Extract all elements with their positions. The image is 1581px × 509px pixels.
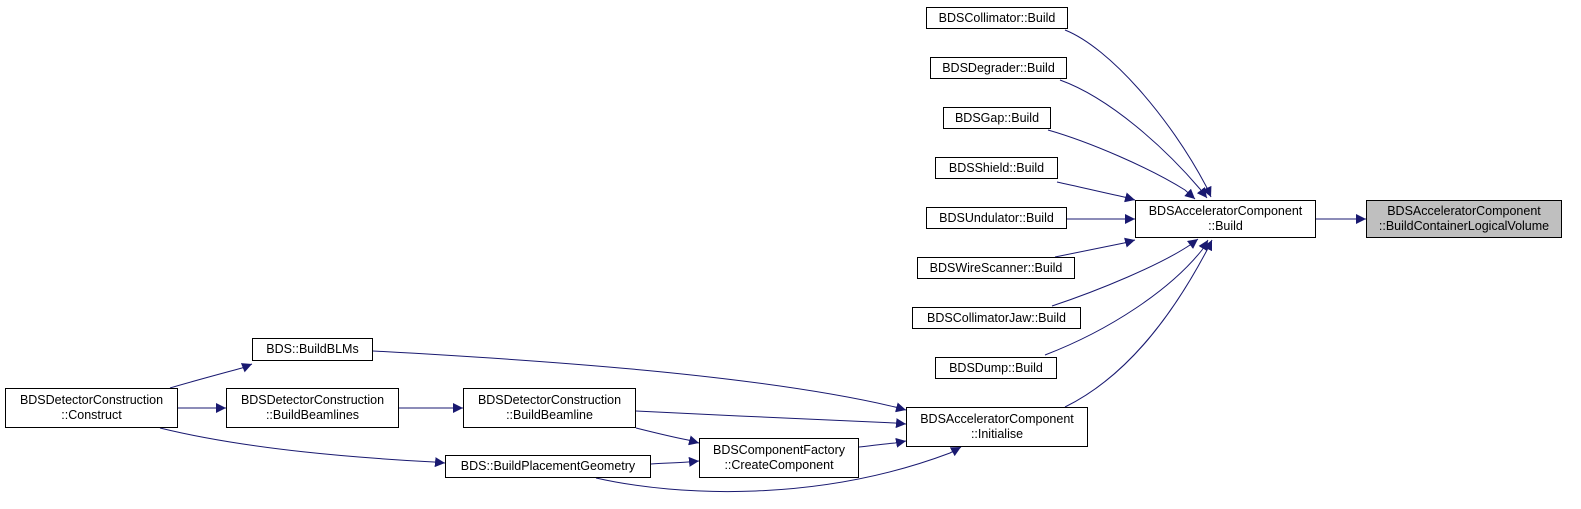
node-label-line: ::Build [1208, 219, 1243, 233]
node-label-line: BDSDetectorConstruction [240, 393, 385, 407]
node-label-line: ::BuildContainerLogicalVolume [1378, 219, 1550, 233]
edge-buildBeamline-to-createComponent [635, 427, 700, 446]
node-label-line: ::CreateComponent [724, 458, 834, 472]
node-label-line: BDSDetectorConstruction [477, 393, 622, 407]
edge-collimatorJaw-to-accBuild [1051, 238, 1199, 307]
node-label-line: BDSDump::Build [949, 360, 1043, 375]
node-gap-build[interactable]: BDSGap::Build [943, 107, 1051, 129]
node-wire-scanner-build[interactable]: BDSWireScanner::Build [917, 257, 1075, 279]
edge-initialise-to-accBuild [1064, 239, 1213, 408]
node-accelerator-component-build[interactable]: BDSAcceleratorComponent::Build [1135, 200, 1316, 238]
node-collimator-jaw-build[interactable]: BDSCollimatorJaw::Build [912, 307, 1081, 329]
node-label-line: ::Construct [61, 408, 122, 422]
node-label-line: BDSAcceleratorComponent [920, 412, 1074, 426]
node-detector-construction-build-beamline[interactable]: BDSDetectorConstruction::BuildBeamline [463, 388, 636, 428]
node-label-line: BDSAcceleratorComponent [1148, 204, 1303, 218]
node-dump-build[interactable]: BDSDump::Build [935, 357, 1057, 379]
node-label-line: BDSGap::Build [954, 110, 1040, 125]
node-label-line: ::BuildBeamlines [265, 408, 360, 422]
node-component-factory-create-component[interactable]: BDSComponentFactory::CreateComponent [699, 438, 859, 478]
node-collimator-build[interactable]: BDSCollimator::Build [926, 7, 1068, 29]
node-label-line: ::BuildBeamline [506, 408, 593, 422]
node-label-line: BDSAcceleratorComponent [1387, 204, 1541, 218]
node-detector-construction-construct[interactable]: BDSDetectorConstruction::Construct [5, 388, 178, 428]
edge-dump-to-accBuild [1044, 239, 1209, 356]
edge-shield-to-accBuild [1056, 181, 1136, 203]
node-label-line: ::Initialise [970, 427, 1024, 441]
node-label-line: BDSWireScanner::Build [929, 260, 1063, 275]
edge-buildBeamline-to-initialise [635, 410, 907, 429]
node-label-line: BDSUndulator::Build [939, 210, 1054, 225]
node-label-line: BDS::BuildPlacementGeometry [460, 459, 636, 473]
node-label-line: BDSDetectorConstruction [19, 393, 164, 407]
node-undulator-build[interactable]: BDSUndulator::Build [926, 207, 1067, 229]
node-build-container-logical-volume[interactable]: BDSAcceleratorComponent::BuildContainerL… [1366, 200, 1562, 238]
edge-gap-to-accBuild [1047, 129, 1196, 200]
edge-createComponent-to-initialise [858, 437, 907, 448]
node-label-line: BDS::BuildBLMs [266, 342, 359, 356]
edge-wireScanner-to-accBuild [1054, 237, 1136, 258]
edge-placementGeometry-to-initialise [595, 446, 962, 493]
node-build-placement-geometry[interactable]: BDS::BuildPlacementGeometry [445, 455, 651, 478]
node-degrader-build[interactable]: BDSDegrader::Build [930, 57, 1067, 79]
edge-placementGeometry-to-createComponent [650, 456, 700, 467]
edge-construct-to-placementGeometry [159, 427, 446, 468]
edge-buildBLMs-to-initialise [372, 350, 907, 413]
node-accelerator-component-initialise[interactable]: BDSAcceleratorComponent::Initialise [906, 407, 1088, 447]
node-label-line: BDSCollimatorJaw::Build [927, 310, 1066, 325]
node-build-blms[interactable]: BDS::BuildBLMs [252, 338, 373, 361]
node-detector-construction-build-beamlines[interactable]: BDSDetectorConstruction::BuildBeamlines [226, 388, 399, 428]
edge-construct-to-buildBLMs [169, 363, 253, 389]
node-label-line: BDSCollimator::Build [938, 10, 1056, 25]
node-label-line: BDSComponentFactory [712, 443, 845, 457]
node-shield-build[interactable]: BDSShield::Build [935, 157, 1058, 179]
node-label-line: BDSDegrader::Build [942, 60, 1055, 75]
node-label-line: BDSShield::Build [948, 160, 1045, 175]
edge-degrader-to-accBuild [1059, 79, 1208, 199]
edge-collimator-to-accBuild [1064, 29, 1212, 198]
